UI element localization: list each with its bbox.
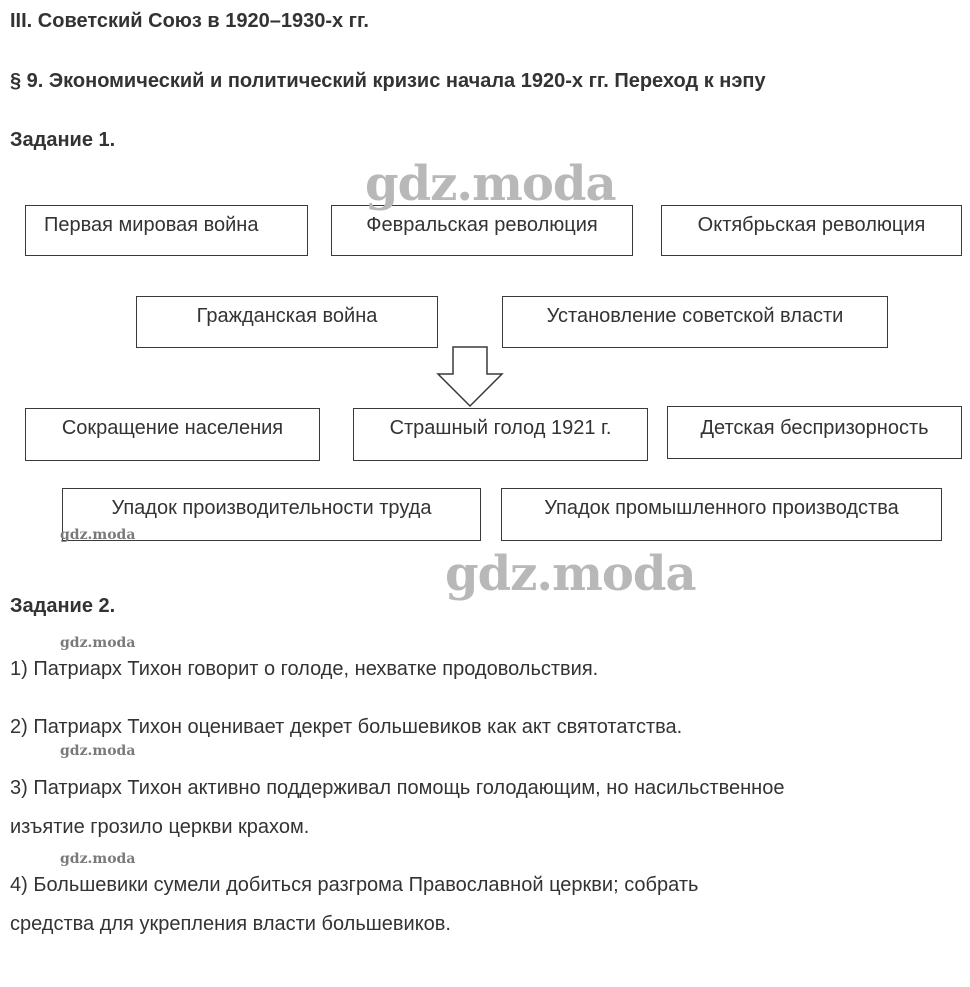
answer-line-6: средства для укрепления власти большевик… [10, 913, 451, 935]
watermark-small: gdz.moda [60, 527, 136, 543]
down-arrow-icon [436, 346, 504, 408]
answer-line-3: 3) Патриарх Тихон активно поддерживал по… [10, 777, 785, 799]
section-title: § 9. Экономический и политический кризис… [10, 70, 766, 92]
box-soviet-power: Установление советской власти [502, 296, 888, 348]
watermark-large: gdz.moda [445, 546, 697, 602]
box-famine-1921: Страшный голод 1921 г. [353, 408, 648, 461]
watermark-small: gdz.moda [60, 851, 136, 867]
box-child-homelessness: Детская беспризорность [667, 406, 962, 459]
watermark-small: gdz.moda [60, 743, 136, 759]
box-civil-war: Гражданская война [136, 296, 438, 348]
task1-label: Задание 1. [10, 129, 116, 151]
box-industrial-decline: Упадок промышленного производства [501, 488, 942, 541]
watermark-small: gdz.moda [60, 635, 136, 651]
answer-line-5: 4) Большевики сумели добиться разгрома П… [10, 874, 699, 896]
task2-label: Задание 2. [10, 595, 116, 617]
box-labor-productivity-decline: Упадок производительности труда [62, 488, 481, 541]
chapter-title: III. Советский Союз в 1920–1930-х гг. [10, 10, 369, 32]
box-first-world-war: Первая мировая война [25, 205, 308, 256]
answer-line-4: изъятие грозило церкви крахом. [10, 816, 310, 838]
answer-line-2: 2) Патриарх Тихон оценивает декрет больш… [10, 716, 683, 738]
watermark-large: gdz.moda [365, 156, 617, 212]
box-october-revolution: Октябрьская революция [661, 205, 962, 256]
answer-line-1: 1) Патриарх Тихон говорит о голоде, нехв… [10, 658, 599, 680]
box-february-revolution: Февральская революция [331, 205, 633, 256]
box-population-decline: Сокращение населения [25, 408, 320, 461]
